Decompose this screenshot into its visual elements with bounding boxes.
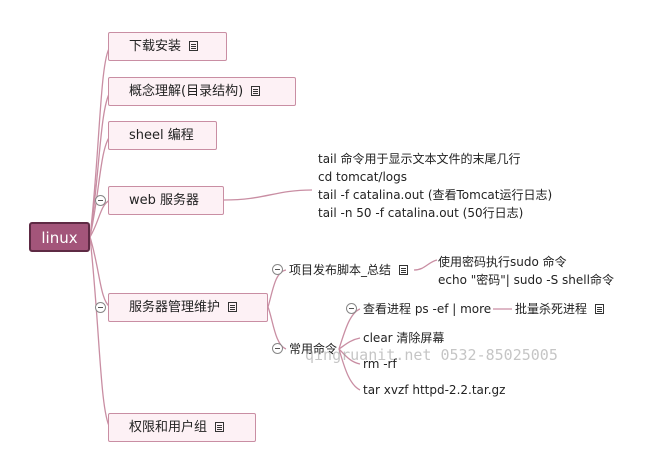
branch-download[interactable]: 下载安装 — [108, 32, 227, 61]
web-detail-2: cd tomcat/logs — [318, 170, 408, 184]
link-common — [267, 306, 287, 350]
branch-web[interactable]: web 服务器 — [108, 186, 224, 215]
cmd-clear[interactable]: clear 清除屏幕 — [363, 331, 445, 345]
web-detail-4: tail -n 50 -f catalina.out (50行日志) — [318, 206, 524, 220]
branch-label: 权限和用户组 — [129, 420, 208, 435]
link-tar — [338, 348, 361, 391]
branch-label: sheel 编程 — [129, 128, 194, 143]
link-clear — [338, 337, 361, 350]
link-concept — [89, 91, 111, 238]
web-detail-1: tail 命令用于显示文本文件的末尾几行 — [318, 152, 521, 166]
link-server — [89, 236, 111, 308]
cmd-ps[interactable]: 查看进程 ps -ef | more — [363, 302, 492, 316]
cmd-tar[interactable]: tar xvzf httpd-2.2.tar.gz — [363, 383, 506, 397]
link-web-details — [223, 189, 313, 201]
link-publish-details — [413, 259, 438, 271]
watermark: qingruanit.net 0532-85025005 — [305, 346, 558, 364]
collapse-publish-icon[interactable] — [272, 264, 283, 275]
cmd-kill-node[interactable]: 批量杀死进程 — [515, 302, 605, 317]
link-ps — [338, 308, 361, 350]
root-node[interactable]: linux — [29, 222, 90, 252]
cmd-kill-label: 批量杀死进程 — [515, 302, 588, 316]
collapse-ps-icon[interactable] — [346, 303, 357, 314]
note-icon[interactable] — [399, 265, 409, 275]
branch-shell[interactable]: sheel 编程 — [108, 121, 217, 150]
publish-detail-2: echo "密码"| sudo -S shell命令 — [438, 273, 614, 287]
publish-script-node[interactable]: 项目发布脚本_总结 — [289, 263, 409, 278]
note-icon[interactable] — [595, 304, 605, 314]
branch-label: 服务器管理维护 — [129, 300, 221, 315]
branch-label: web 服务器 — [129, 193, 200, 208]
branch-concept[interactable]: 概念理解(目录结构) — [108, 77, 296, 106]
note-icon[interactable] — [251, 86, 261, 96]
cmd-rm[interactable]: rm -rf — [363, 357, 397, 371]
link-permission — [89, 236, 111, 429]
link-shell — [89, 135, 111, 238]
web-detail-3: tail -f catalina.out (查看Tomcat运行日志) — [318, 188, 553, 202]
branch-label: 概念理解(目录结构) — [129, 84, 244, 99]
common-cmds-node[interactable]: 常用命令 — [289, 342, 338, 356]
publish-detail-1: 使用密码执行sudo 命令 — [438, 255, 567, 269]
publish-script-label: 项目发布脚本_总结 — [289, 263, 392, 277]
branch-permission[interactable]: 权限和用户组 — [108, 413, 256, 442]
link-web — [89, 199, 111, 238]
collapse-server-icon[interactable] — [95, 302, 106, 313]
note-icon[interactable] — [228, 302, 238, 312]
branch-server[interactable]: 服务器管理维护 — [108, 293, 268, 322]
note-icon[interactable] — [189, 41, 199, 51]
note-icon[interactable] — [215, 422, 225, 432]
link-publish — [267, 269, 287, 308]
collapse-common-icon[interactable] — [272, 343, 283, 354]
branch-label: 下载安装 — [129, 39, 182, 54]
collapse-web-icon[interactable] — [95, 195, 106, 206]
link-rm — [338, 348, 361, 365]
link-download — [89, 46, 111, 238]
